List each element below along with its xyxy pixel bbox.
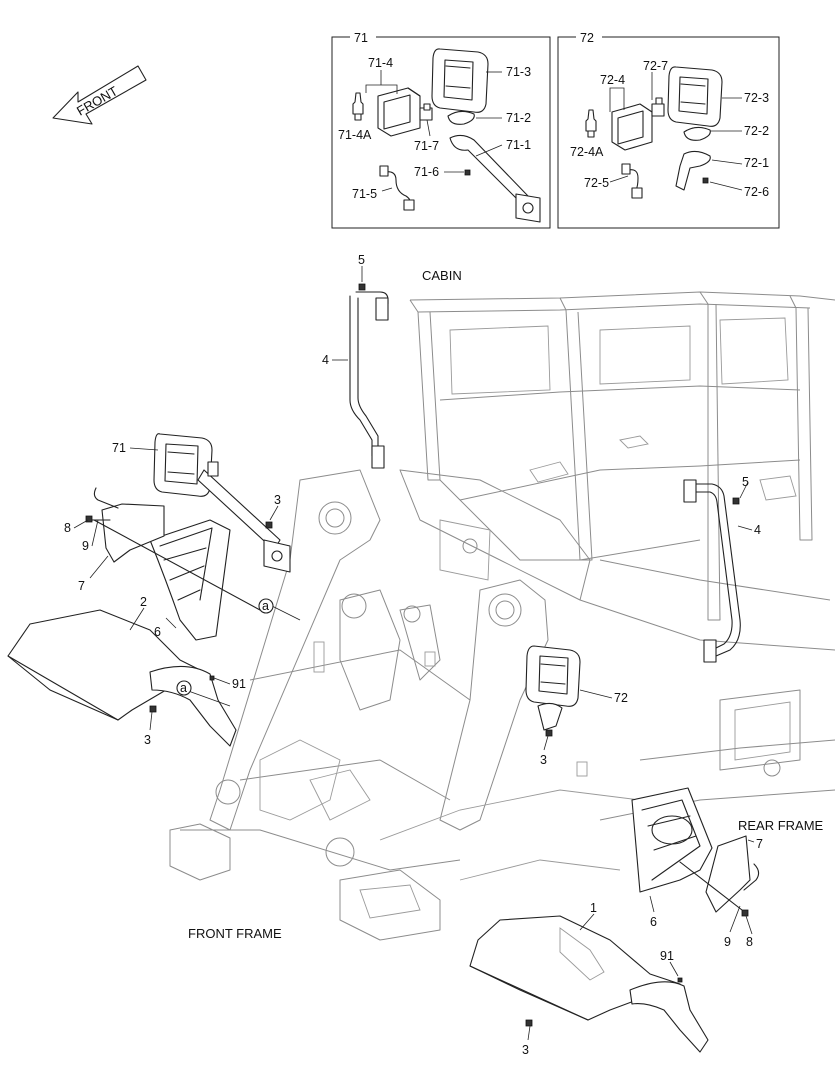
callout-6-left: 6	[154, 625, 161, 639]
inset-72-title: 72	[580, 31, 594, 45]
lamp-guard-71-3	[431, 48, 489, 113]
callout-72-4a: 72-4A	[570, 145, 604, 159]
callout-72: 72	[614, 691, 628, 705]
callout-1: 1	[590, 901, 597, 915]
bolt-8-right	[741, 909, 749, 917]
socket-71-7	[419, 103, 433, 121]
callout-3-fender-right: 3	[522, 1043, 529, 1057]
callout-91-right: 91	[660, 949, 674, 963]
main-leader-lines	[73, 266, 755, 1041]
handrail-left-4	[349, 291, 389, 469]
inset-71-work-lamp-front: 71	[331, 31, 551, 229]
callout-3-lamp72: 3	[540, 753, 547, 767]
cabin-structure	[399, 291, 835, 821]
callout-72-4: 72-4	[600, 73, 625, 87]
callout-72-3: 72-3	[744, 91, 769, 105]
callout-7-left: 7	[78, 579, 85, 593]
lamp-assembly-71	[153, 433, 291, 573]
fender-left-2	[7, 609, 237, 747]
harness-72-5	[621, 163, 643, 199]
callout-71: 71	[112, 441, 126, 455]
bolt-5-left	[358, 283, 366, 291]
callout-72-2: 72-2	[744, 124, 769, 138]
seal-91-right	[677, 977, 683, 983]
callout-71-4: 71-4	[368, 56, 393, 70]
callout-71-7: 71-7	[414, 139, 439, 153]
inset-72-work-lamp-rear: 72	[557, 31, 780, 229]
callout-71-2: 71-2	[506, 111, 531, 125]
region-rear-frame: REAR FRAME	[738, 818, 824, 833]
callout-3-fender-left: 3	[144, 733, 151, 747]
mudguard-right	[631, 787, 760, 913]
callout-9-left: 9	[82, 539, 89, 553]
front-label: FRONT	[74, 83, 120, 118]
reference-mark-a-2: a	[176, 680, 192, 696]
callout-71-6: 71-6	[414, 165, 439, 179]
callout-71-5: 71-5	[352, 187, 377, 201]
gasket-71-2	[447, 110, 475, 125]
callout-7-right: 7	[756, 837, 763, 851]
lamp-guard-72-3	[667, 66, 723, 127]
handrail-right-4	[683, 479, 741, 663]
callout-9-right: 9	[724, 935, 731, 949]
bolt-3-lamp72	[545, 729, 553, 737]
callout-4-right: 4	[754, 523, 761, 537]
bulb-72-4a	[585, 109, 597, 138]
socket-72-7	[651, 97, 665, 117]
callout-72-7: 72-7	[643, 59, 668, 73]
callout-5-right: 5	[742, 475, 749, 489]
front-frame-structure	[169, 469, 641, 941]
gasket-72-2	[683, 126, 711, 141]
reference-mark-a-1: a	[258, 598, 274, 614]
bracket-72-1	[675, 150, 711, 191]
bulb-71-4a	[352, 92, 364, 121]
bolt-8-left	[85, 515, 93, 523]
callout-5-left: 5	[358, 253, 365, 267]
bolt-3-fender-left	[149, 705, 157, 713]
callout-72-5: 72-5	[584, 176, 609, 190]
callout-72-6: 72-6	[744, 185, 769, 199]
svg-text:a: a	[180, 681, 187, 695]
bolt-72-6	[702, 177, 709, 184]
region-front-frame: FRONT FRAME	[188, 926, 282, 941]
bolt-71-6	[464, 169, 471, 176]
svg-text:a: a	[262, 599, 269, 613]
callout-8-left: 8	[64, 521, 71, 535]
callout-8-right: 8	[746, 935, 753, 949]
callout-4-left: 4	[322, 353, 329, 367]
bracket-71-1	[449, 134, 541, 223]
callout-91-left: 91	[232, 677, 246, 691]
region-cabin: CABIN	[422, 268, 462, 283]
bolt-5-right	[732, 497, 740, 505]
main-callouts: 5 4 71 3 8 9 7 6 2 91 3 5 4 72 3 7 6 9 8…	[64, 253, 763, 1057]
callout-71-3: 71-3	[506, 65, 531, 79]
harness-71-5	[379, 165, 415, 211]
inset-71-title: 71	[354, 31, 368, 45]
bolt-3-fender-right	[525, 1019, 533, 1027]
callout-71-4a: 71-4A	[338, 128, 372, 142]
callout-71-1: 71-1	[506, 138, 531, 152]
mudguard-left	[89, 487, 261, 641]
lamp-71-4	[377, 87, 421, 137]
lamp-72-4	[611, 103, 653, 151]
lamp-assembly-72	[525, 645, 581, 731]
callout-3-lamp71: 3	[274, 493, 281, 507]
bolt-3-lamp71	[265, 521, 273, 529]
seal-91-left	[209, 675, 215, 681]
callout-6-right: 6	[650, 915, 657, 929]
callout-2: 2	[140, 595, 147, 609]
fender-right-1	[469, 915, 709, 1053]
front-direction-arrow: FRONT	[52, 65, 147, 125]
callout-72-1: 72-1	[744, 156, 769, 170]
